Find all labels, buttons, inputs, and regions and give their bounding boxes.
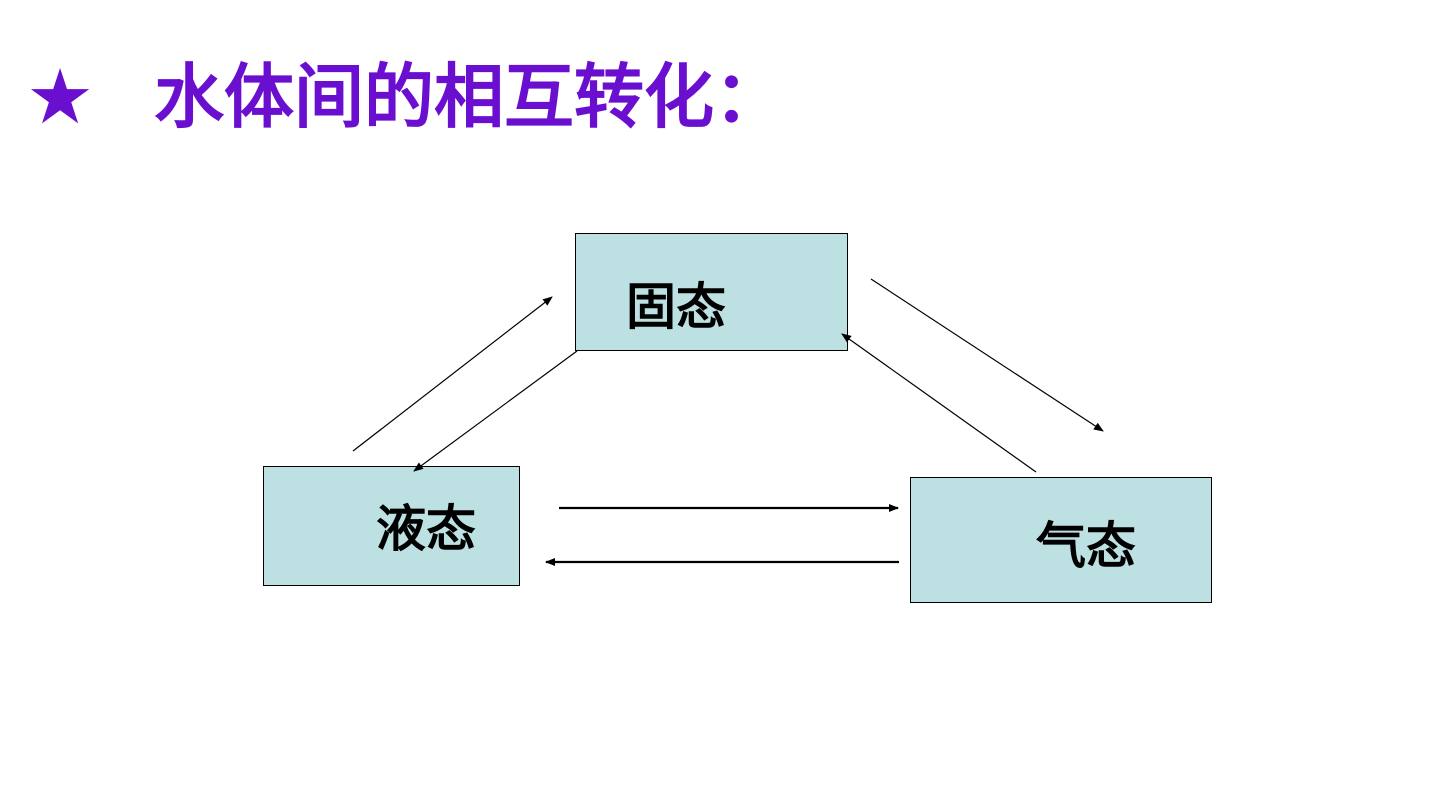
title-text: 水体间的相互转化： (154, 56, 784, 138)
solid-state-label: 固态 (626, 278, 726, 336)
liquid-state-box (263, 466, 520, 586)
liquid-state-label: 液态 (376, 500, 476, 558)
arrow-liquid-to-solid (352, 296, 553, 452)
arrow-gas-to-solid (841, 333, 1037, 473)
gas-state-label: 气态 (1036, 517, 1136, 575)
slide-title: ★ 水体间的相互转化： (26, 52, 784, 142)
arrow-solid-to-gas (870, 278, 1104, 432)
solid-state-box (575, 233, 848, 351)
star-icon: ★ (26, 52, 95, 141)
arrow-solid-to-liquid (413, 350, 578, 472)
gas-state-box (910, 477, 1212, 603)
